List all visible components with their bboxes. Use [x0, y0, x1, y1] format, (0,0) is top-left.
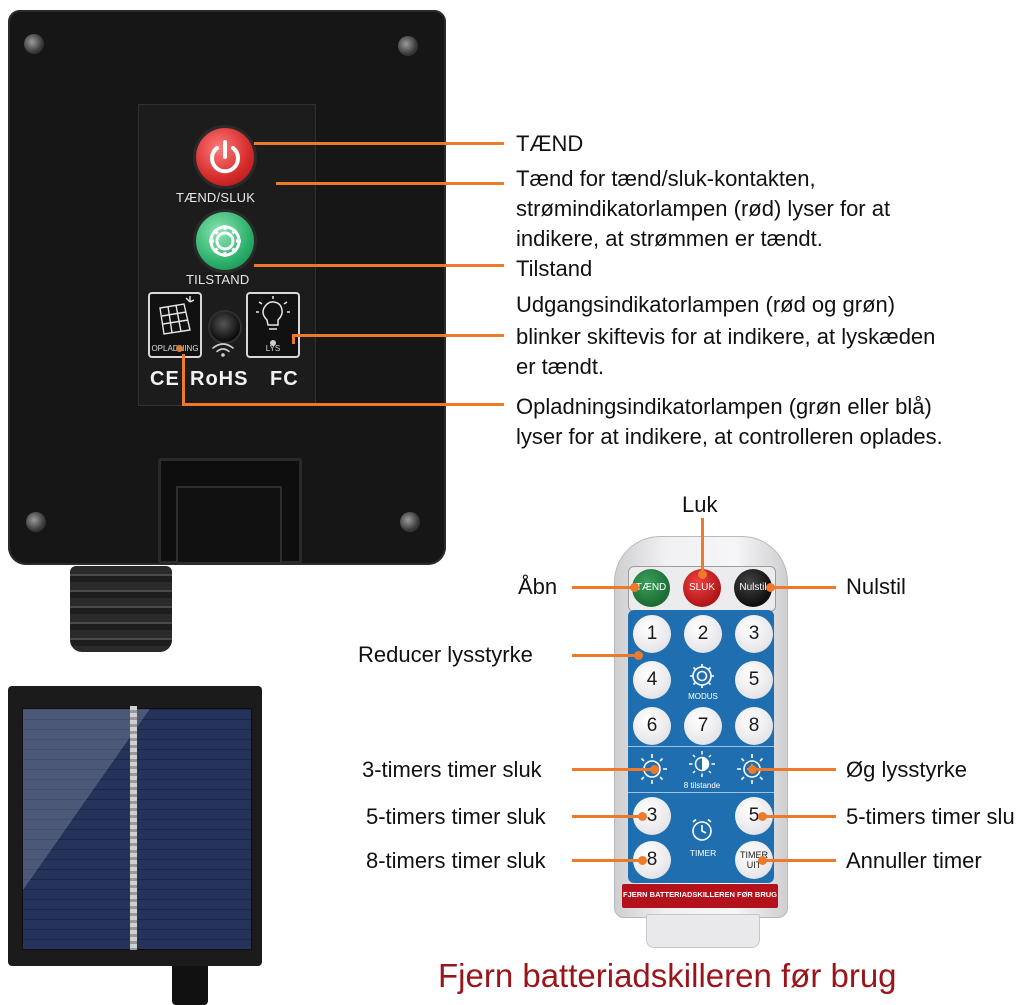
- callout-dot: [638, 812, 647, 821]
- power-button[interactable]: [196, 128, 254, 186]
- screw-icon: [398, 36, 418, 56]
- callout-line-close: [701, 518, 704, 574]
- callout-dot: [698, 570, 707, 579]
- power-icon: [210, 140, 240, 174]
- callout-line-output: [292, 334, 504, 337]
- bulb-icon: [256, 296, 290, 330]
- close-callout: Luk: [682, 492, 718, 517]
- remote-key-5[interactable]: 5: [735, 661, 773, 699]
- charge-callout-line-2: lyser for at indikere, at controlleren o…: [516, 424, 943, 449]
- battery-pull-tab[interactable]: [646, 914, 760, 948]
- battery-strip-label: FJERN BATTERIADSKILLEREN FØR BRUG: [622, 890, 778, 899]
- reset-callout: Nulstil: [846, 574, 906, 599]
- remote-key-4[interactable]: 4: [633, 661, 671, 699]
- timer-cancel-button[interactable]: TIMER UIT: [735, 841, 773, 879]
- timer3-callout: 3-timers timer sluk: [362, 757, 542, 782]
- callout-line-increase: [752, 768, 836, 771]
- mode-callout-title: Tilstand: [516, 256, 593, 281]
- remote-off-label: SLUK: [688, 582, 716, 593]
- mode-button-label: TILSTAND: [186, 272, 250, 287]
- charge-callout-line-1: Opladningsindikatorlampen (grøn eller bl…: [516, 394, 932, 419]
- callout-line-charge: [182, 403, 504, 406]
- charge-indicator-tile: OPLADNING: [148, 292, 202, 358]
- remote-reset-label: Nulstil: [739, 582, 767, 593]
- callout-line-timer5-left: [572, 815, 642, 818]
- light-indicator-light: [270, 340, 276, 346]
- light-sensor-icon: [208, 310, 242, 344]
- callout-line-timer3: [572, 768, 654, 771]
- power-callout-line-1: Tænd for tænd/sluk-kontakten,: [516, 166, 816, 191]
- callout-line-mode: [254, 264, 504, 267]
- power-callout-line-3: indikere, at strømmen er tændt.: [516, 226, 823, 251]
- timer5-left-callout: 5-timers timer sluk: [366, 804, 546, 829]
- increase-brightness-callout: Øg lysstyrke: [846, 757, 968, 782]
- light-indicator-tile: LYS: [246, 292, 300, 358]
- callout-line-power: [254, 142, 504, 145]
- output-callout-line-3: er tændt.: [516, 354, 605, 379]
- callout-line-open: [572, 586, 634, 589]
- callout-line-timer8: [572, 859, 642, 862]
- remote-key-1[interactable]: 1: [633, 615, 671, 653]
- cable-connector: [70, 566, 172, 652]
- callout-line-cancel: [762, 859, 836, 862]
- output-callout-line-1: Udgangsindikatorlampen (rød og grøn): [516, 292, 896, 317]
- remote-on-label: TÆND: [635, 582, 667, 593]
- solar-cells: [22, 708, 252, 950]
- remote-key-6[interactable]: 6: [633, 707, 671, 745]
- sun-half-icon: [689, 751, 715, 777]
- callout-line-reset: [770, 586, 836, 589]
- remote-key-7[interactable]: 7: [684, 707, 722, 745]
- clock-icon: [692, 818, 712, 841]
- callout-line-power-desc: [276, 182, 504, 185]
- remote-key-3[interactable]: 3: [735, 615, 773, 653]
- bottom-caption: Fjern batteriadskilleren før brug: [438, 957, 897, 994]
- callout-dot: [748, 765, 757, 774]
- wifi-icon: [212, 343, 234, 357]
- brightness-modes-label: 8 tilstande: [683, 781, 721, 790]
- gear-icon: [209, 225, 241, 257]
- screw-icon: [26, 512, 46, 532]
- ce-mark: CE: [150, 368, 180, 390]
- timer-center-label: TIMER: [689, 848, 717, 858]
- callout-dot: [758, 812, 767, 821]
- mode-button[interactable]: [196, 212, 254, 270]
- fc-mark: FC: [270, 368, 299, 390]
- screw-icon: [24, 34, 44, 54]
- cancel-timer-callout: Annuller timer: [846, 848, 982, 873]
- solar-busbar: [130, 706, 137, 950]
- callout-dot: [766, 583, 775, 592]
- brightness-modes-button[interactable]: [687, 749, 717, 779]
- timer8-callout: 8-timers timer sluk: [366, 848, 546, 873]
- callout-dot: [630, 583, 639, 592]
- power-callout-title: TÆND: [516, 131, 584, 156]
- mounting-tab-recess: [176, 486, 282, 564]
- callout-dot: [758, 856, 767, 865]
- light-tile-label: LYS: [265, 344, 281, 353]
- callout-line-output-stub: [292, 334, 295, 344]
- callout-dot: [634, 651, 643, 660]
- reduce-brightness-callout: Reducer lysstyrke: [358, 642, 533, 667]
- remote-key-2[interactable]: 2: [684, 615, 722, 653]
- power-button-label: TÆND/SLUK: [176, 190, 256, 205]
- power-callout-line-2: strømindikatorlampen (rød) lyser for at: [516, 196, 891, 221]
- screw-icon: [400, 512, 420, 532]
- callout-line-charge-vertical: [182, 354, 185, 406]
- callout-dot: [650, 765, 659, 774]
- gear-icon: [690, 664, 714, 688]
- callout-line-reduce: [572, 654, 638, 657]
- callout-line-timer5-right: [762, 815, 836, 818]
- output-callout-line-2: blinker skiftevis for at indikere, at ly…: [516, 324, 936, 349]
- charge-tile-label: OPLADNING: [151, 344, 199, 353]
- open-callout: Åbn: [518, 574, 558, 599]
- callout-dot: [638, 856, 647, 865]
- solar-cable: [172, 966, 208, 1005]
- timer5-right-callout: 5-timers timer slu: [846, 804, 1015, 829]
- rohs-mark: RoHS: [190, 368, 249, 390]
- remote-reset-button[interactable]: Nulstil: [734, 569, 772, 607]
- solar-panel-icon: [159, 296, 195, 335]
- remote-key-8[interactable]: 8: [735, 707, 773, 745]
- battery-strip: [622, 884, 778, 908]
- charge-indicator-light: [176, 345, 183, 352]
- modes-label: MODUS: [688, 692, 718, 701]
